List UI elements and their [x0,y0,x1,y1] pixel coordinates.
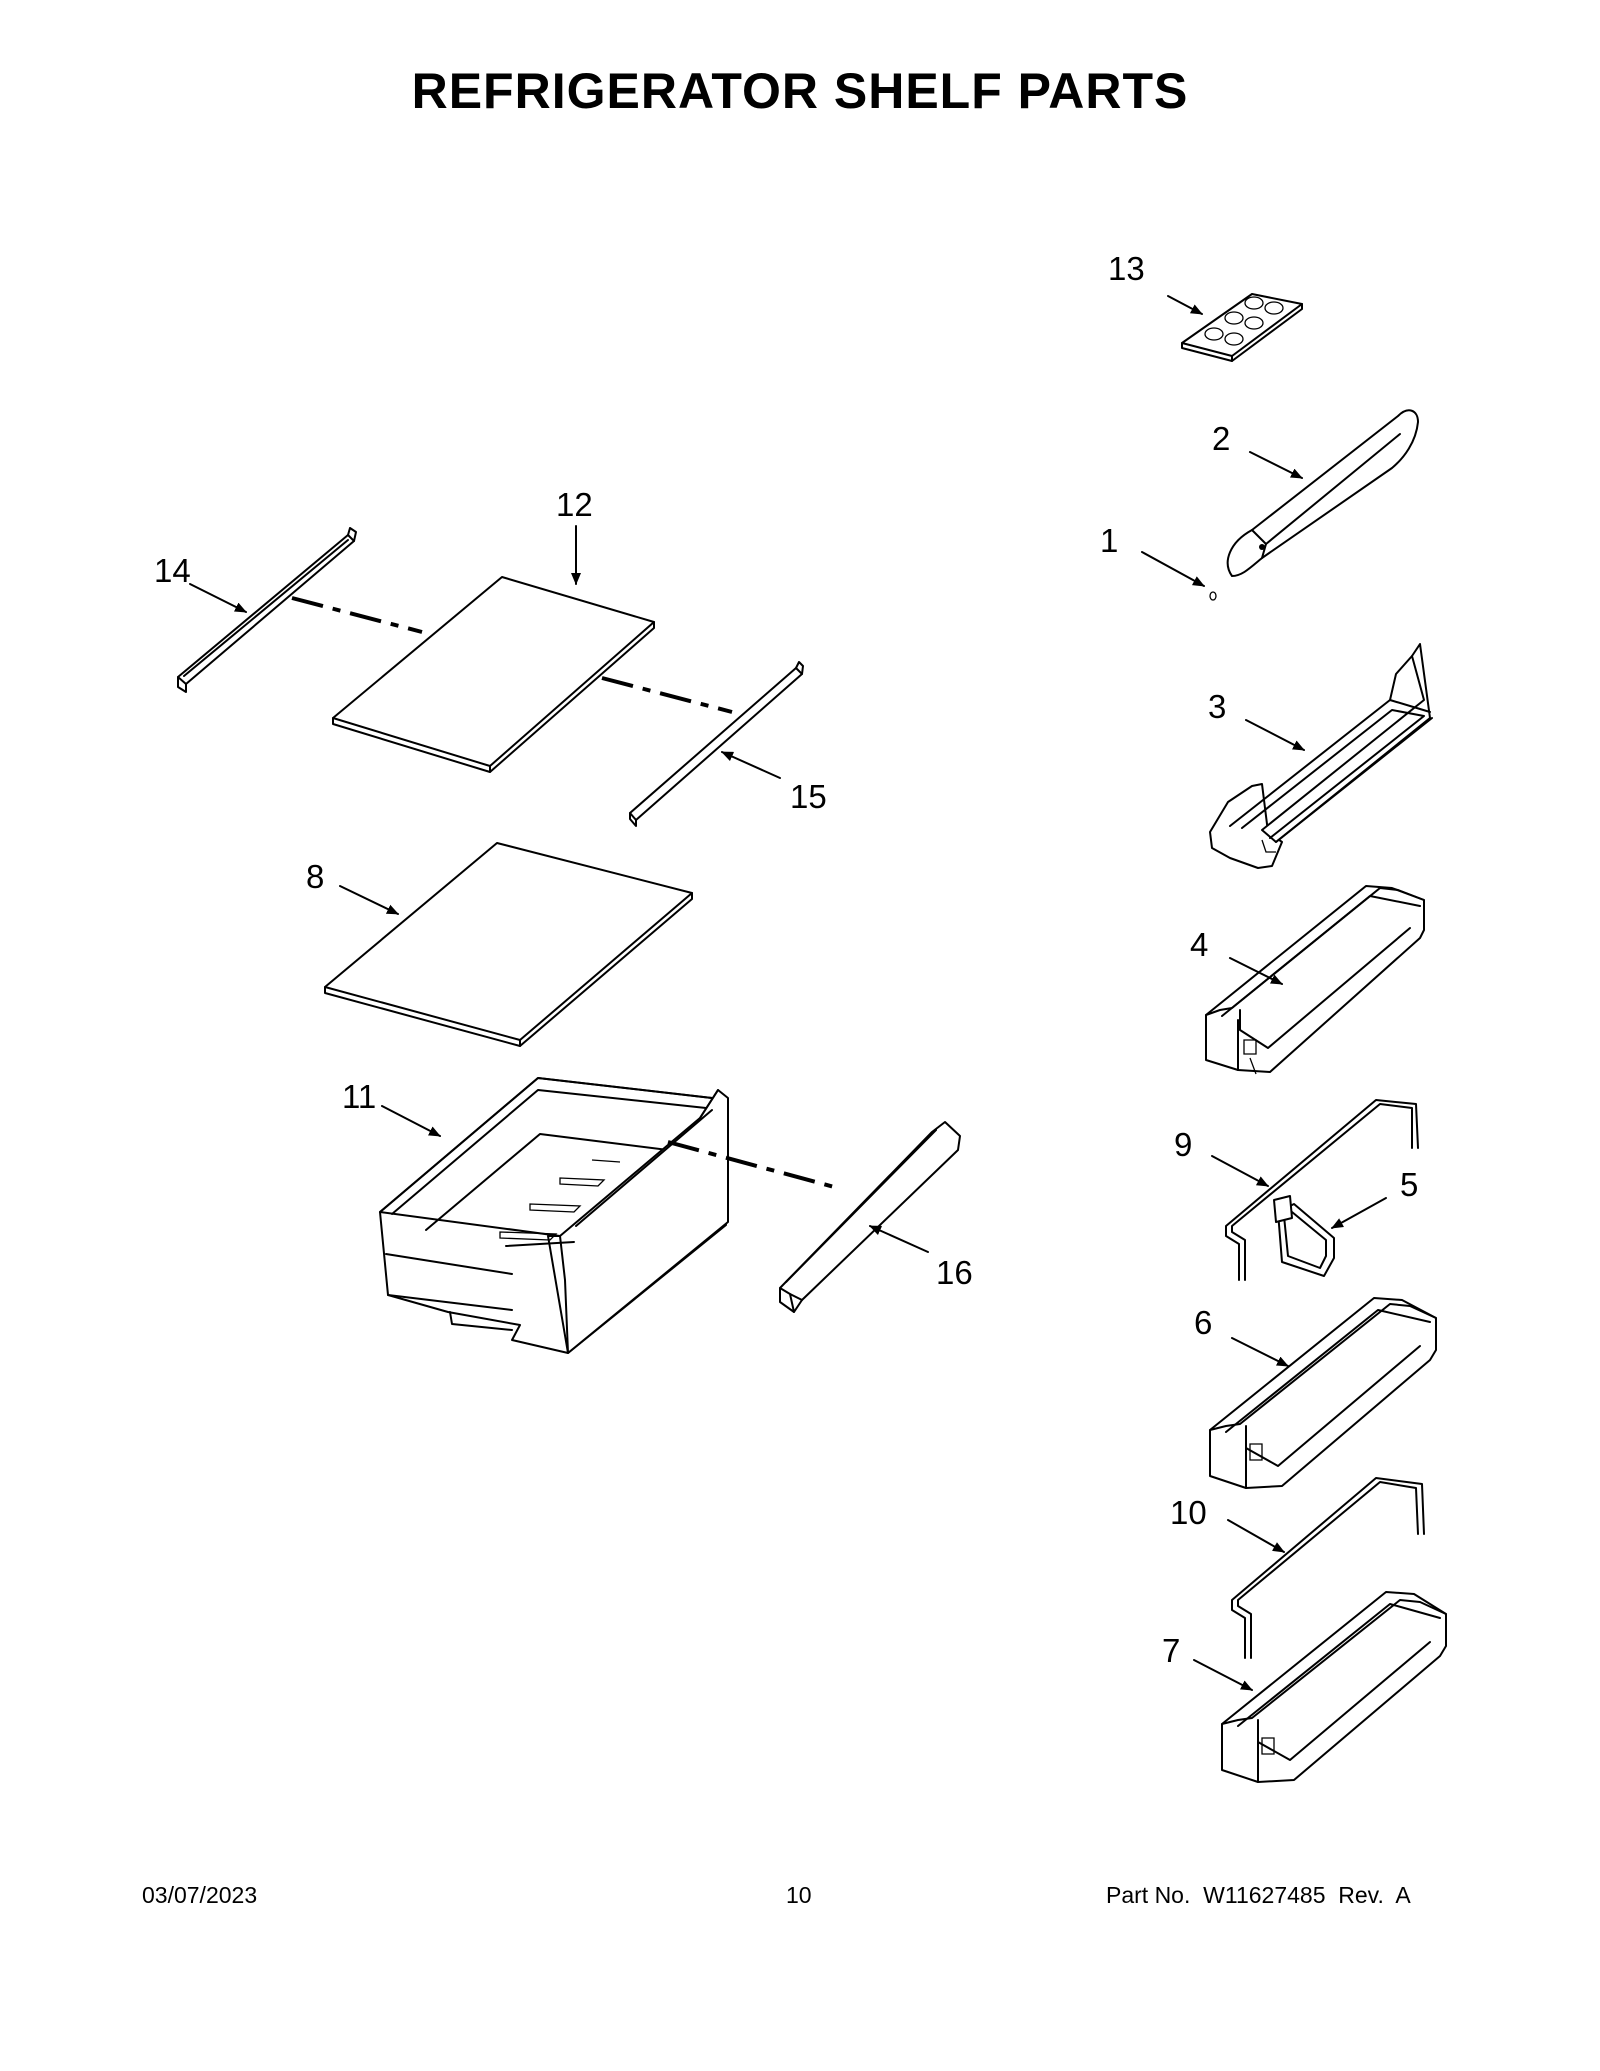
part-11-crisper-drawer[interactable] [379,1077,729,1354]
part-label: Part No. [1106,1882,1191,1908]
part-3-door-bin[interactable] [1209,643,1433,869]
part-15-shelf-rail[interactable] [629,661,804,827]
callout-14: 14 [154,552,191,589]
footer-date: 03/07/2023 [142,1882,258,1908]
callout-15: 15 [790,778,827,815]
part-4-door-bin[interactable] [1205,885,1425,1075]
callout-10: 10 [1170,1494,1207,1531]
part-8-glass-cover[interactable] [324,842,693,1047]
part-2-bin-handle[interactable] [1226,409,1419,577]
callout-7: 7 [1162,1632,1180,1669]
callout-5: 5 [1400,1166,1418,1203]
part-7-door-bin[interactable] [1221,1591,1447,1783]
part-14-shelf-rail[interactable] [177,527,357,693]
footer-part-number: Part No. W11627485 Rev. A [1106,1882,1411,1909]
callout-11: 11 [342,1078,376,1115]
callout-2: 2 [1212,420,1230,457]
footer-page-number: 10 [786,1882,812,1908]
callout-12: 12 [556,486,593,523]
part-10-wire-retainer[interactable] [1231,1477,1425,1659]
part-6-door-bin[interactable] [1209,1297,1437,1489]
callout-8: 8 [306,858,324,895]
page-title: REFRIGERATOR SHELF PARTS [411,63,1189,119]
part-1-screw[interactable] [1209,591,1217,601]
callout-6: 6 [1194,1304,1212,1341]
leader-arrows [189,295,1387,1691]
callout-16: 16 [936,1254,973,1291]
callout-13: 13 [1108,250,1145,287]
part-13-egg-tray[interactable] [1181,293,1303,362]
callout-4: 4 [1190,926,1208,963]
callout-3: 3 [1208,688,1226,725]
part-12-glass-shelf[interactable] [332,576,655,773]
part-number: W11627485 [1203,1882,1326,1908]
callout-labels: 13 2 1 3 4 9 5 6 10 7 12 14 15 8 11 16 [154,250,1418,1669]
part-16-drawer-rail[interactable] [779,1121,961,1313]
rev-label: Rev. [1338,1882,1384,1908]
rev-value: A [1395,1882,1411,1908]
part-9-wire-retainer[interactable] [1225,1099,1419,1281]
part-5-bin-divider[interactable] [1273,1195,1335,1277]
callout-9: 9 [1174,1126,1192,1163]
alignment-lines [291,596,839,1190]
callout-1: 1 [1100,522,1118,559]
